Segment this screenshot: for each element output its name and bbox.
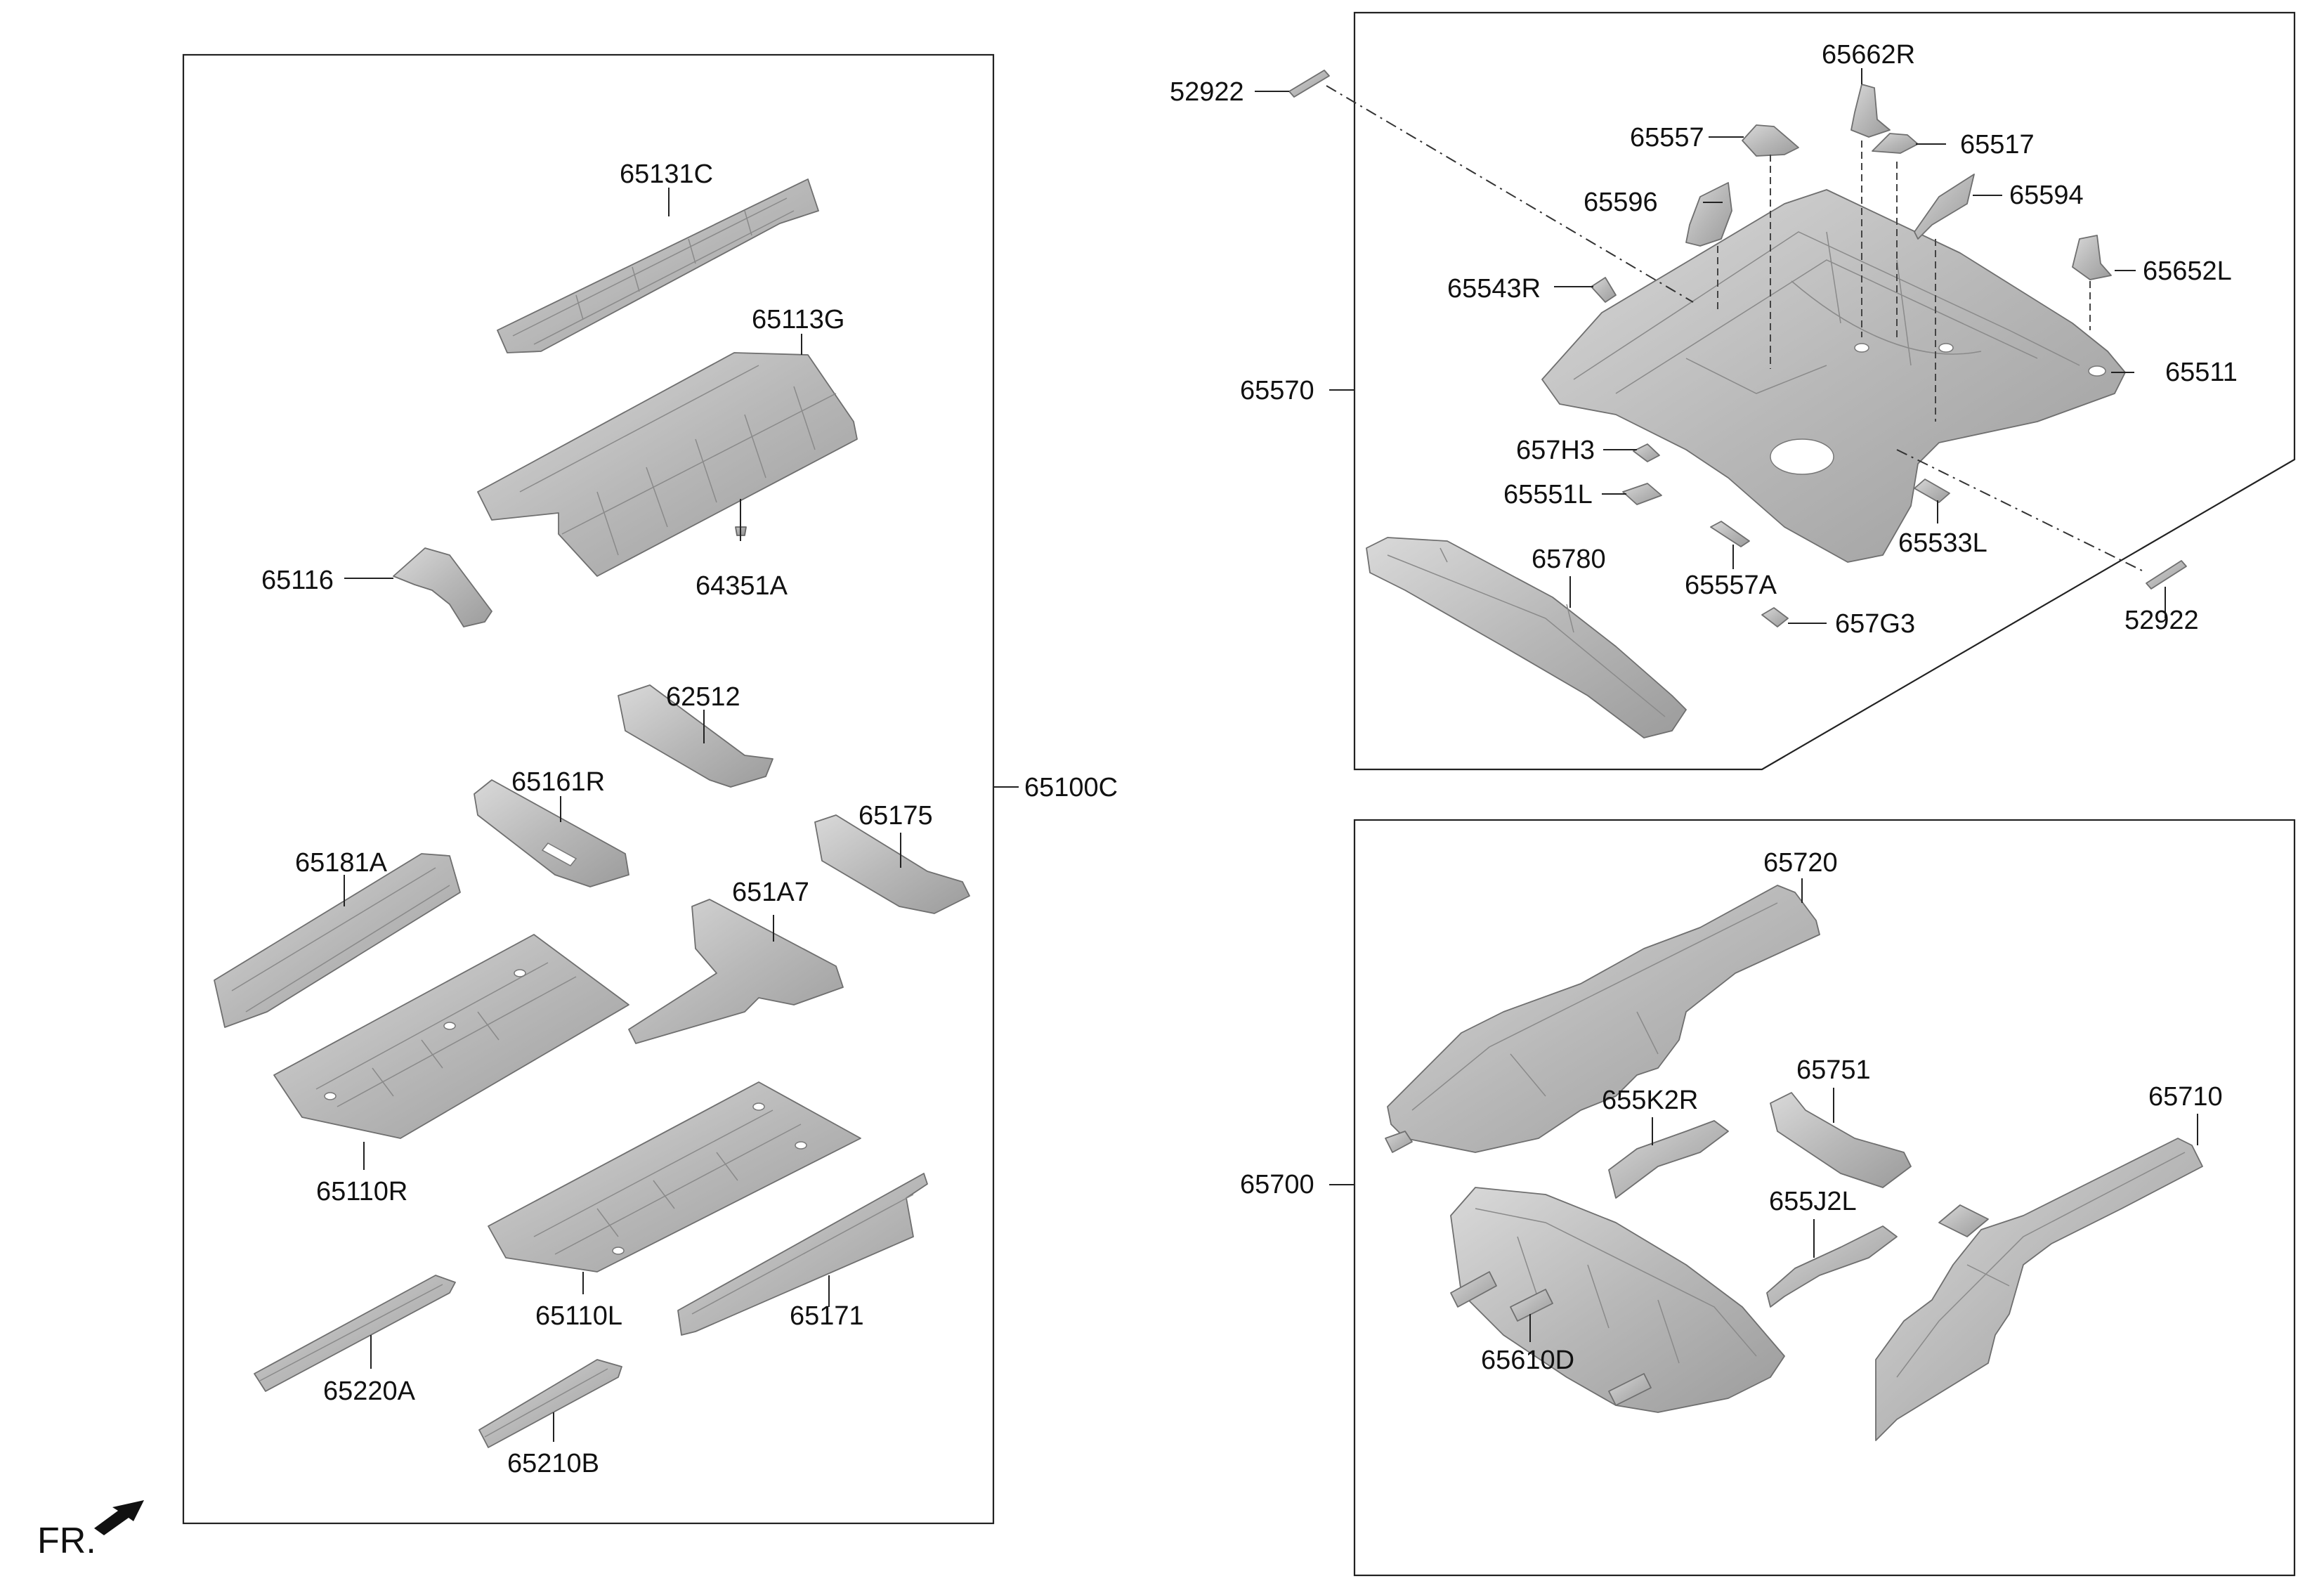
part-65113G-shape [477, 352, 858, 577]
dash-line-52922 [1326, 85, 2147, 573]
part-65557-shape [1742, 124, 1799, 157]
label-65594[interactable]: 65594 [2009, 181, 2084, 210]
part-657G3-shape [1761, 607, 1789, 627]
part-65110R-shape [273, 934, 629, 1139]
part-65511-shape [1541, 189, 2126, 563]
frame-top-right-group [1353, 11, 2296, 771]
label-65610D[interactable]: 65610D [1481, 1346, 1574, 1375]
label-64351A[interactable]: 64351A [696, 571, 788, 601]
part-65557A-shape [1710, 521, 1750, 547]
part-65161R-shape [474, 779, 629, 887]
part-65652L-shape [2072, 235, 2112, 280]
part-65610D-shape [1450, 1187, 1785, 1413]
label-65517[interactable]: 65517 [1960, 130, 2035, 160]
label-657G3[interactable]: 657G3 [1835, 609, 1915, 639]
label-65210B[interactable]: 65210B [507, 1449, 599, 1478]
part-65596-shape [1685, 182, 1732, 247]
label-65662R[interactable]: 65662R [1822, 40, 1915, 70]
label-52922-bottom[interactable]: 52922 [2124, 606, 2199, 635]
label-65710[interactable]: 65710 [2148, 1082, 2223, 1112]
label-65116[interactable]: 65116 [261, 566, 334, 595]
part-65710-shape [1875, 1138, 2203, 1441]
label-65220A[interactable]: 65220A [323, 1377, 416, 1406]
label-65110L[interactable]: 65110L [535, 1301, 622, 1331]
part-65220A-shape [254, 1275, 456, 1392]
label-65543R[interactable]: 65543R [1447, 274, 1541, 304]
label-65751[interactable]: 65751 [1796, 1055, 1871, 1085]
label-65533L[interactable]: 65533L [1898, 528, 1987, 558]
label-65175[interactable]: 65175 [859, 801, 933, 831]
label-657H3[interactable]: 657H3 [1516, 436, 1595, 465]
label-65161R[interactable]: 65161R [511, 767, 605, 797]
label-65110R[interactable]: 65110R [316, 1177, 407, 1206]
label-65113G[interactable]: 65113G [752, 305, 844, 334]
fr-arrow-icon [94, 1500, 144, 1535]
label-65700[interactable]: 65700 [1240, 1170, 1314, 1199]
label-65100C[interactable]: 65100C [1024, 773, 1118, 802]
leader-lines [344, 68, 2198, 1442]
part-65662R-shape [1850, 84, 1891, 138]
part-65594-shape [1914, 174, 1975, 240]
part-655K2R-shape [1608, 1120, 1729, 1199]
part-65551L-shape [1622, 483, 1662, 505]
label-62512[interactable]: 62512 [666, 682, 740, 712]
part-65751-shape [1770, 1092, 1912, 1188]
label-65557[interactable]: 65557 [1630, 123, 1704, 152]
label-655K2R[interactable]: 655K2R [1602, 1086, 1698, 1115]
label-65181A[interactable]: 65181A [295, 848, 388, 878]
label-65596[interactable]: 65596 [1584, 188, 1658, 217]
label-65511[interactable]: 65511 [2165, 358, 2238, 387]
part-52922-bottom-shape [2146, 560, 2187, 590]
label-65720[interactable]: 65720 [1763, 848, 1838, 878]
part-65780-shape [1366, 537, 1687, 738]
label-65551L[interactable]: 65551L [1503, 480, 1593, 509]
fr-label: FR. [37, 1521, 96, 1561]
label-65171[interactable]: 65171 [790, 1301, 864, 1331]
label-52922-top[interactable]: 52922 [1170, 77, 1244, 107]
part-65533L-shape [1914, 479, 1950, 503]
part-65110L-shape [488, 1081, 861, 1273]
part-65543R-shape [1591, 277, 1617, 303]
label-65780[interactable]: 65780 [1532, 545, 1606, 574]
label-651A7[interactable]: 651A7 [732, 878, 809, 907]
part-65171-shape [677, 1173, 928, 1336]
frame-left-group [182, 53, 995, 1525]
part-657H3-shape [1633, 443, 1660, 462]
label-655J2L[interactable]: 655J2L [1769, 1187, 1857, 1216]
part-651A7-shape [628, 899, 844, 1044]
dash-vertical-lines [1717, 141, 2091, 422]
part-52922-top-shape [1288, 70, 1330, 98]
part-65181A-shape [214, 853, 461, 1028]
label-65131C[interactable]: 65131C [620, 160, 713, 189]
label-65652L[interactable]: 65652L [2143, 256, 2232, 286]
part-65175-shape [814, 814, 970, 914]
label-65570[interactable]: 65570 [1240, 376, 1314, 405]
part-65517-shape [1872, 133, 1919, 154]
part-62512-shape [618, 684, 773, 788]
part-65720-shape [1385, 885, 1820, 1153]
frame-bottom-right-group [1353, 819, 2296, 1577]
part-655J2L-shape [1766, 1225, 1898, 1308]
part-65210B-shape [478, 1359, 622, 1448]
part-65131C-shape [497, 178, 819, 353]
part-65116-shape [393, 547, 492, 627]
label-65557A[interactable]: 65557A [1685, 571, 1777, 600]
